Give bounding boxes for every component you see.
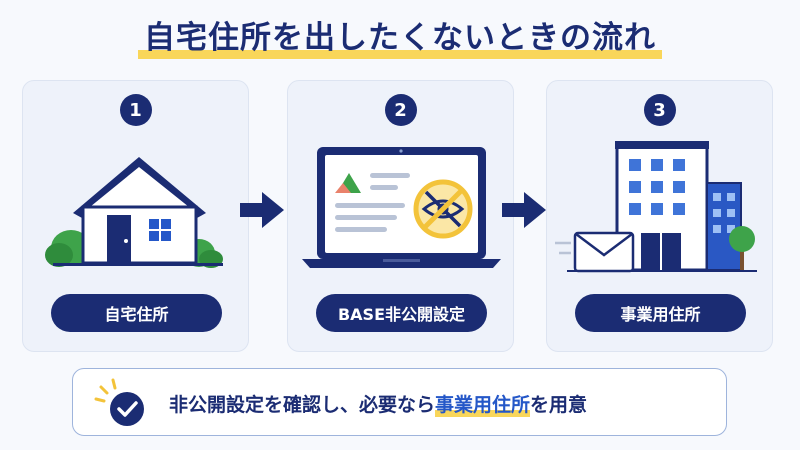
summary-prefix: 非公開設定を確認し、必要なら [169, 393, 436, 416]
office-building-icon [555, 141, 757, 273]
step-number-3: 3 [643, 94, 676, 126]
step-card-1: 1 自宅住所 [22, 80, 249, 352]
house-icon [45, 157, 223, 268]
step-label-2: BASE非公開設定 [316, 294, 487, 332]
summary-suffix: を用意 [530, 393, 588, 416]
laptop-hidden-icon [302, 147, 501, 268]
arrow-right-icon [502, 192, 546, 228]
step-number-1: 1 [119, 94, 152, 126]
step-card-3: 3 事業用住所 [546, 80, 773, 352]
step-label-1: 自宅住所 [51, 294, 222, 332]
page-title: 自宅住所を出したくないときの流れ [138, 12, 662, 59]
step-card-2: 2 BASE非公開設定 [287, 80, 514, 352]
summary-highlight: 事業用住所 [435, 389, 531, 417]
step-label-3: 事業用住所 [575, 294, 746, 332]
summary-box: 非公開設定を確認し、必要なら事業用住所を用意 [72, 368, 727, 436]
title-wrap: 自宅住所を出したくないときの流れ [0, 12, 800, 59]
step-number-2: 2 [384, 94, 417, 126]
check-circle-icon [94, 378, 144, 426]
arrow-right-icon [240, 192, 284, 228]
summary-text: 非公開設定を確認し、必要なら事業用住所を用意 [169, 369, 587, 437]
